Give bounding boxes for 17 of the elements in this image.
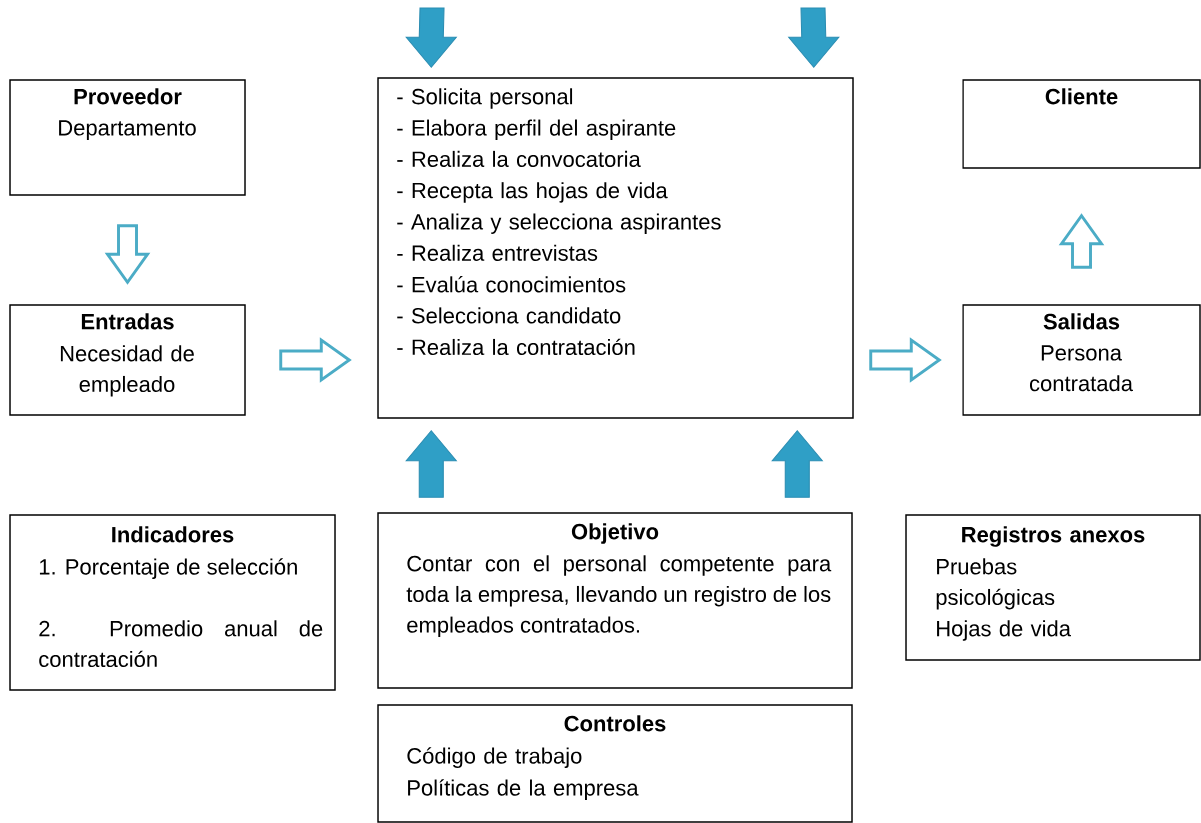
indicator-box: Indicadores 1. Porcentaje de selección 2. Promedio anual de contratación — [9, 514, 336, 691]
block-arrow — [405, 429, 458, 498]
block-arrow — [869, 337, 942, 383]
block-arrow — [787, 7, 840, 69]
block-arrow — [405, 7, 458, 69]
block-arrow — [771, 429, 824, 498]
client-box: Cliente — [962, 79, 1201, 169]
block-arrow — [1058, 213, 1105, 269]
process-box: - Solicita personal - Elabora perfil del aspirante - Realiza la convocatoria - Recepta las hojas de vida - Analiza y selecciona aspirantes - Realiza entrevistas - Evalúa conocimientos - Selecciona candidato - Realiza la contratación — [377, 77, 854, 419]
records-box: Registros anexos Pruebas psicológicas Hojas de vida — [905, 514, 1201, 661]
supplier-box: Proveedor Departamento — [9, 79, 246, 196]
block-arrow — [104, 224, 151, 285]
objective-box: Objetivo Contar con el personal competente para toda la empresa, llevando un registro de los empleados contratados. — [377, 512, 853, 689]
block-arrow — [279, 337, 352, 383]
output-box: Salidas Persona contratada — [962, 304, 1201, 416]
input-box: Entradas Necesidad de empleado — [9, 304, 246, 416]
controls-box: Controles Código de trabajo Políticas de la empresa — [377, 704, 853, 823]
